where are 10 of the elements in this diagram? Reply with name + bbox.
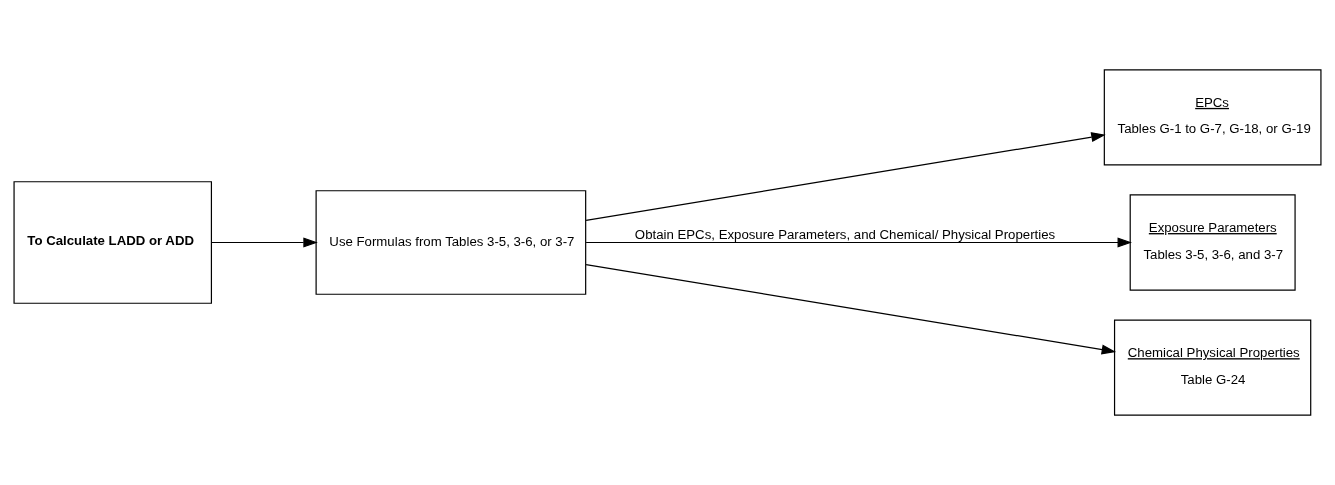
edge-label: Obtain EPCs, Exposure Parameters, and Chemical/ Physical Properties <box>634 226 1056 242</box>
node-box: Chemical Physical Properties Table G-24 <box>1113 319 1312 416</box>
node-box: Use Formulas from Tables 3-5, 3-6, or 3-7 <box>315 190 587 295</box>
arrow <box>585 237 1132 248</box>
node-box: Exposure Parameters Tables 3-5, 3-6, and 3-7 <box>1129 194 1296 291</box>
arrow <box>585 132 1106 221</box>
arrow <box>210 237 318 248</box>
node-box: To Calculate LADD or ADD <box>13 181 212 304</box>
arrow <box>585 263 1117 355</box>
node-box: EPCs Tables G-1 to G-7, G-18, or G-19 <box>1103 69 1322 166</box>
